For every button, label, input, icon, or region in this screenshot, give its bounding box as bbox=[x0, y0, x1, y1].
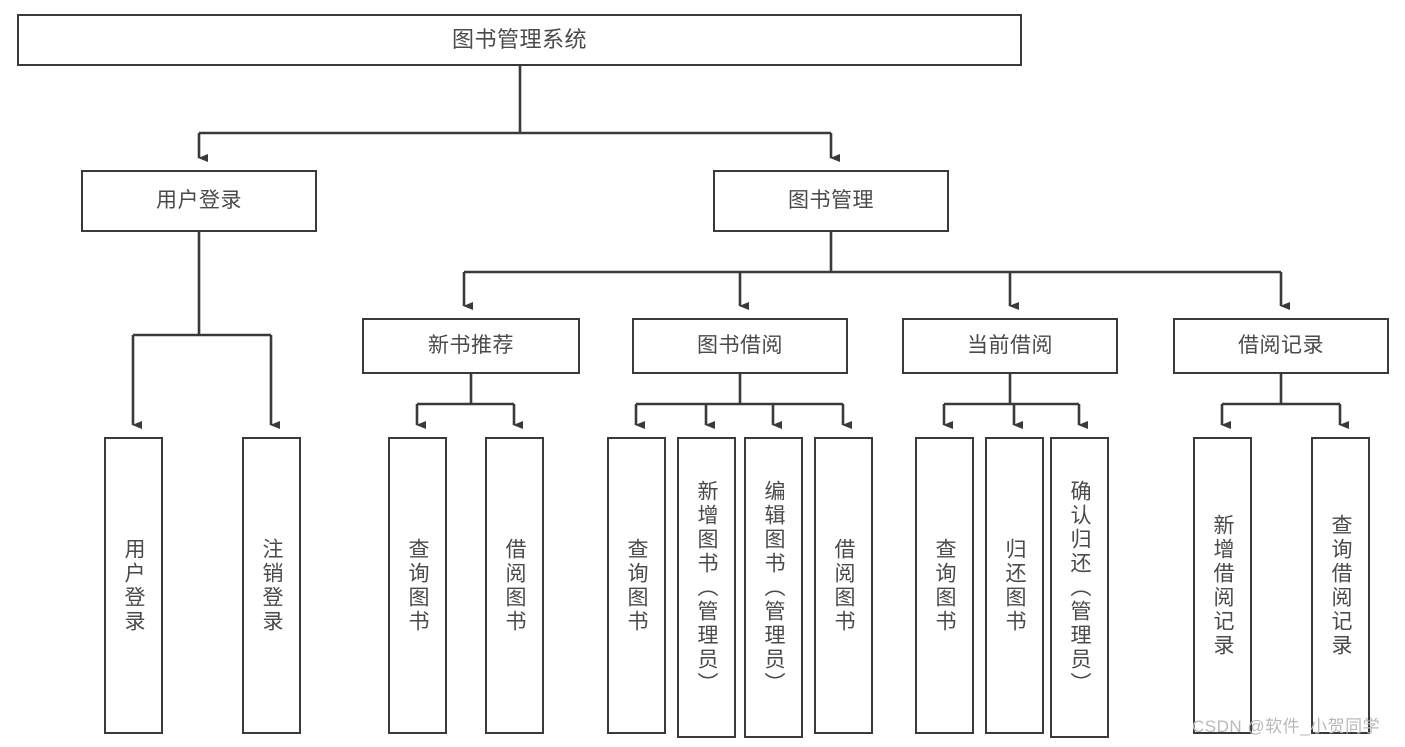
leaf-confirm-return-admin[interactable]: 确认归还（管理员） bbox=[1050, 437, 1109, 738]
node-label: 当前借阅 bbox=[967, 333, 1053, 357]
node-label: 用户登录 bbox=[156, 188, 242, 212]
node-label: 图书借阅 bbox=[697, 333, 783, 357]
leaf-logout[interactable]: 注销登录 bbox=[242, 437, 301, 734]
leaf-add-book-admin[interactable]: 新增图书（管理员） bbox=[677, 437, 736, 738]
node-label: 编辑图书（管理员） bbox=[762, 479, 785, 696]
node-book-management[interactable]: 图书管理 bbox=[713, 170, 949, 232]
node-label: 查询图书 bbox=[933, 537, 956, 634]
node-label: 查询借阅记录 bbox=[1329, 513, 1352, 658]
leaf-return-book[interactable]: 归还图书 bbox=[985, 437, 1044, 734]
node-label: 查询图书 bbox=[406, 537, 429, 634]
node-label: 图书管理系统 bbox=[451, 27, 587, 53]
node-label: 确认归还（管理员） bbox=[1068, 479, 1091, 696]
leaf-borrow-book[interactable]: 借阅图书 bbox=[814, 437, 873, 734]
node-label: 用户登录 bbox=[122, 537, 145, 634]
node-user-login[interactable]: 用户登录 bbox=[81, 170, 317, 232]
leaf-query-book-borrow[interactable]: 查询图书 bbox=[607, 437, 666, 734]
node-label: 注销登录 bbox=[260, 537, 283, 634]
watermark-text: CSDN @软件_小贺同学 bbox=[1192, 717, 1381, 736]
node-label: 新增借阅记录 bbox=[1211, 513, 1234, 658]
node-label: 新书推荐 bbox=[428, 333, 514, 357]
leaf-user-login[interactable]: 用户登录 bbox=[104, 437, 163, 734]
node-borrow-record[interactable]: 借阅记录 bbox=[1173, 318, 1389, 374]
leaf-query-book-current[interactable]: 查询图书 bbox=[915, 437, 974, 734]
node-label: 借阅记录 bbox=[1238, 333, 1324, 357]
node-current-borrow[interactable]: 当前借阅 bbox=[902, 318, 1118, 374]
leaf-add-borrow-record[interactable]: 新增借阅记录 bbox=[1193, 437, 1252, 734]
node-label: 图书管理 bbox=[788, 188, 874, 212]
leaf-edit-book-admin[interactable]: 编辑图书（管理员） bbox=[744, 437, 803, 738]
node-book-borrow[interactable]: 图书借阅 bbox=[632, 318, 848, 374]
leaf-borrow-book-recommend[interactable]: 借阅图书 bbox=[485, 437, 544, 734]
node-root-system[interactable]: 图书管理系统 bbox=[17, 14, 1022, 66]
node-label: 查询图书 bbox=[625, 537, 648, 634]
leaf-query-book-recommend[interactable]: 查询图书 bbox=[388, 437, 447, 734]
node-label: 新增图书（管理员） bbox=[695, 479, 718, 696]
node-label: 归还图书 bbox=[1003, 537, 1026, 634]
node-label: 借阅图书 bbox=[503, 537, 526, 634]
leaf-query-borrow-record[interactable]: 查询借阅记录 bbox=[1311, 437, 1370, 734]
node-label: 借阅图书 bbox=[832, 537, 855, 634]
node-new-book-recommend[interactable]: 新书推荐 bbox=[362, 318, 580, 374]
